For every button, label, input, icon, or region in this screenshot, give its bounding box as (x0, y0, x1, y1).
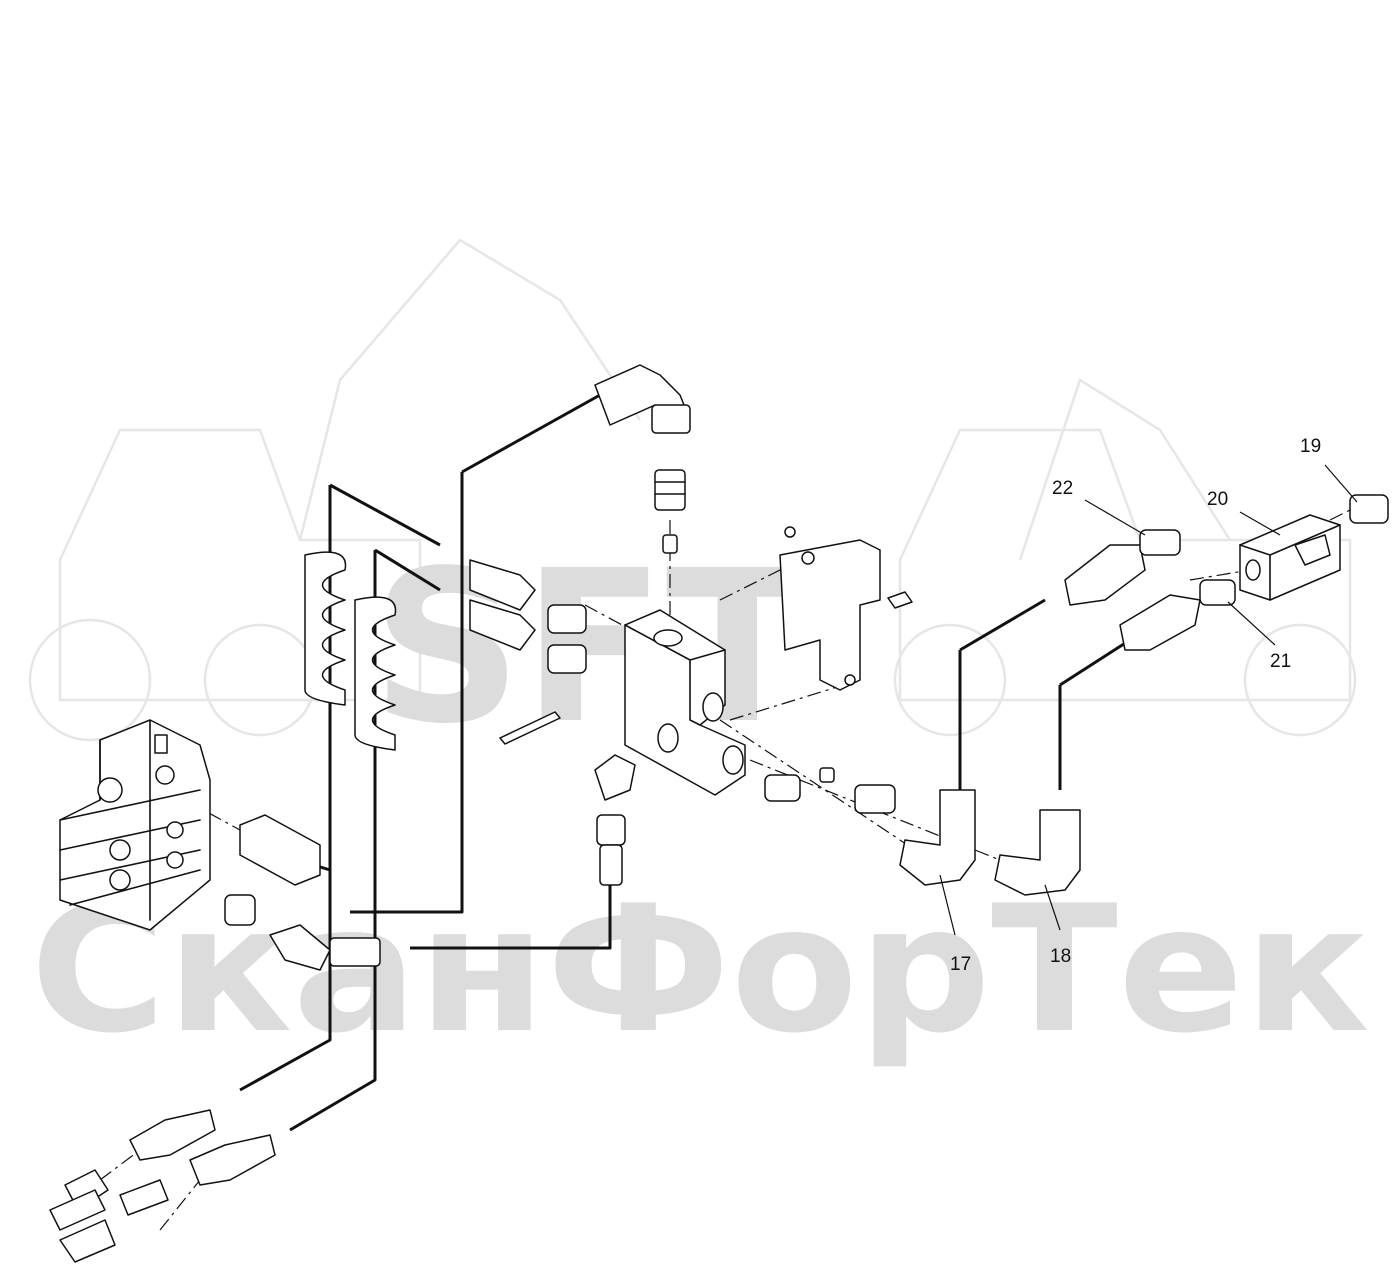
left-hose-fittings (49, 814, 381, 1263)
callout-17: 17 (950, 954, 971, 975)
mounting-bracket (779, 526, 913, 691)
callout-20: 20 (1207, 489, 1228, 510)
right-elbow-hoses (899, 544, 1201, 896)
callout-18: 18 (1050, 946, 1071, 967)
leader-21 (1227, 601, 1276, 646)
hose-lines (239, 393, 1131, 1132)
part-20-block (1239, 514, 1341, 601)
right-small-fittings (1139, 494, 1389, 606)
upper-elbow-hose (594, 364, 691, 554)
callout-22: 22 (1052, 478, 1073, 499)
callouts: 17 18 19 20 21 22 (939, 436, 1358, 975)
leader-20 (1239, 511, 1281, 536)
leader-17 (939, 874, 956, 936)
leader-22 (1084, 499, 1146, 536)
leader-19 (1324, 464, 1358, 503)
watermark-logo-text: SFT (371, 525, 809, 770)
watermark-machine-outlines (28, 238, 1357, 742)
hose-spiral-wraps (304, 551, 397, 751)
leader-18 (1044, 884, 1061, 931)
lower-fittings (594, 754, 896, 886)
manifold-block (499, 609, 746, 796)
callout-19: 19 (1300, 436, 1321, 457)
callout-21: 21 (1270, 651, 1291, 672)
control-valve-assembly (59, 719, 211, 931)
upper-hose-fittings (469, 559, 587, 674)
